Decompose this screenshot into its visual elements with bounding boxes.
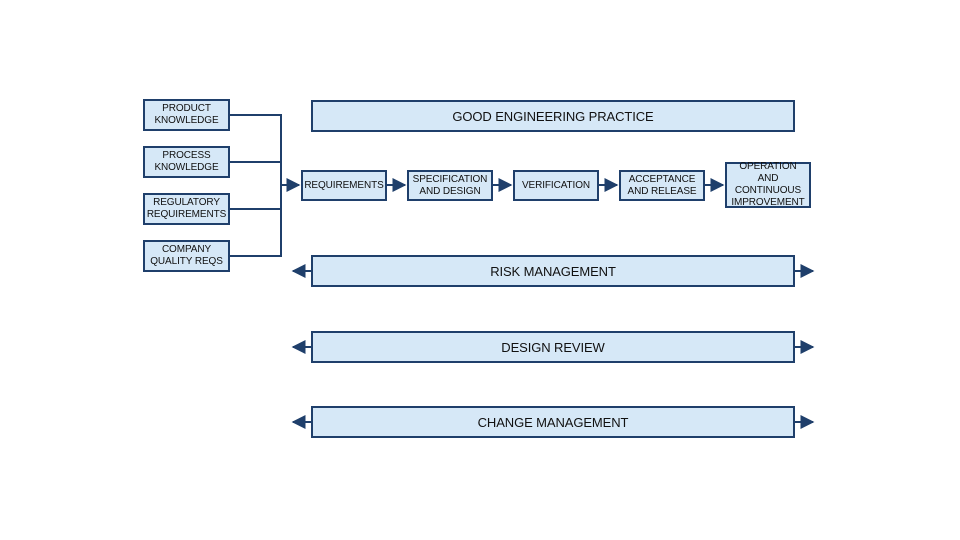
risk-management-bar: RISK MANAGEMENT — [311, 255, 795, 287]
step-acceptance-and-release: ACCEPTANCE AND RELEASE — [619, 170, 705, 201]
step-verification: VERIFICATION — [513, 170, 599, 201]
input-product-knowledge: PRODUCT KNOWLEDGE — [143, 99, 230, 131]
input-regulatory-requirements: REGULATORY REQUIREMENTS — [143, 193, 230, 225]
step-requirements: REQUIREMENTS — [301, 170, 387, 201]
change-management-bar: CHANGE MANAGEMENT — [311, 406, 795, 438]
input-process-knowledge: PROCESS KNOWLEDGE — [143, 146, 230, 178]
step-operation-and-continuous-improvement: OPERATION AND CONTINUOUS IMPROVEMENT — [725, 161, 811, 208]
good-engineering-practice-bar: GOOD ENGINEERING PRACTICE — [311, 100, 795, 132]
design-review-bar: DESIGN REVIEW — [311, 331, 795, 363]
step-specification-and-design: SPECIFICATION AND DESIGN — [407, 170, 493, 201]
input-company-quality-reqs: COMPANY QUALITY REQS — [143, 240, 230, 272]
